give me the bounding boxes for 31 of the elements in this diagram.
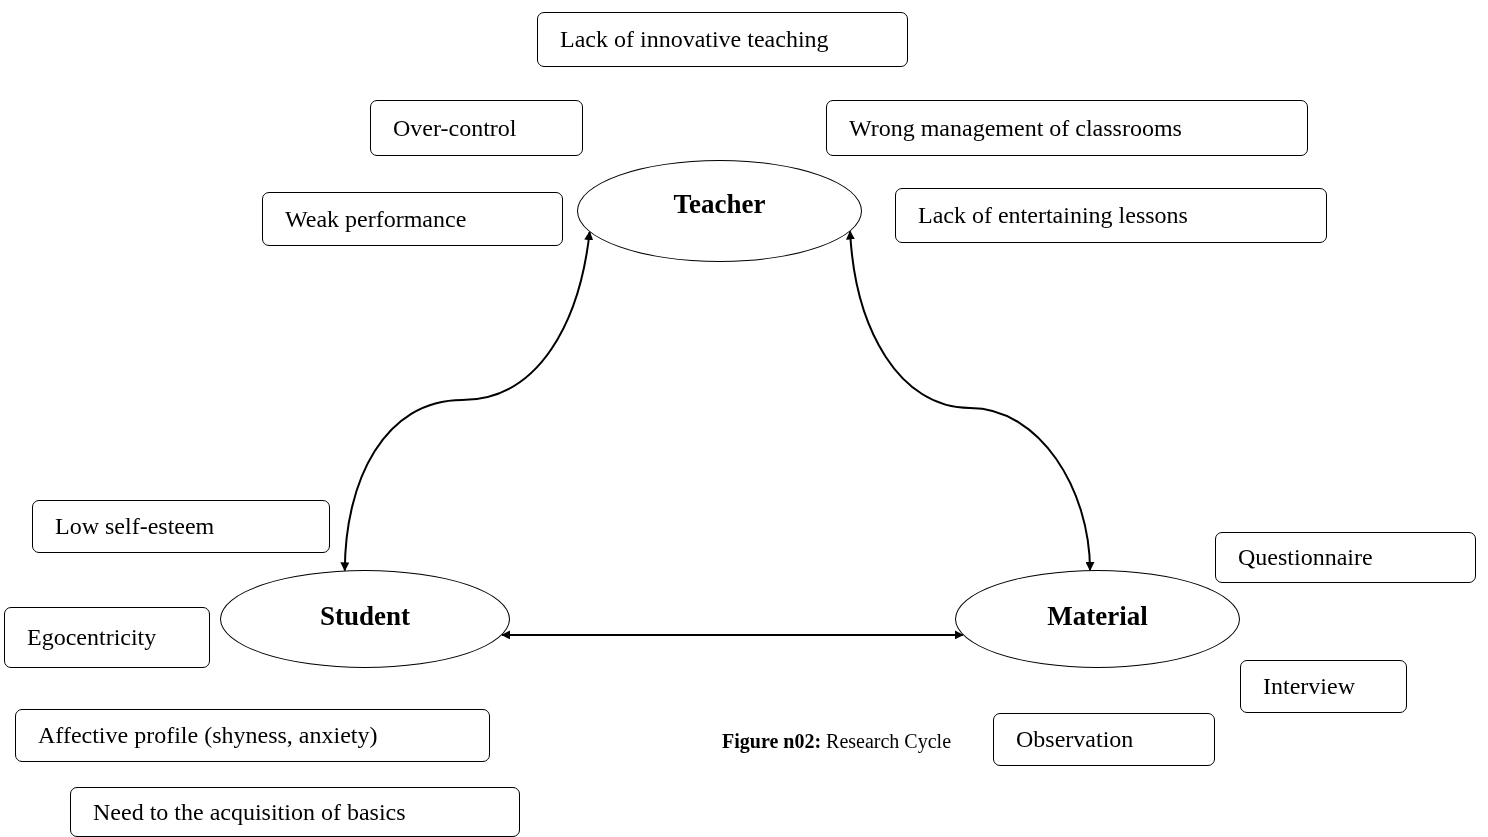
node-label: Need to the acquisition of basics	[92, 798, 406, 826]
text-box	[993, 713, 1215, 766]
node-label: Weak performance	[284, 205, 467, 233]
double-arrow	[340, 231, 593, 572]
node-label: Lack of entertaining lessons	[917, 202, 1188, 229]
text-box	[4, 607, 210, 668]
node-label: Wrong management of classrooms	[848, 114, 1182, 142]
node-label: Affective profile (shyness, anxiety)	[37, 722, 378, 749]
node-label: Lack of innovative teaching	[559, 26, 829, 53]
node-label: Low self-esteem	[54, 513, 215, 540]
text-box	[826, 100, 1308, 156]
text-box	[1240, 660, 1407, 713]
text-box	[32, 500, 330, 553]
node-title: Teacher	[673, 189, 766, 220]
node-label: Observation	[1015, 726, 1134, 753]
text-box	[262, 192, 563, 246]
node-label: Interview	[1262, 673, 1355, 700]
text-box	[370, 100, 583, 156]
text-box	[1215, 532, 1476, 583]
text-box	[15, 709, 490, 762]
text-box	[537, 12, 908, 67]
text-box	[895, 188, 1327, 243]
figure-caption: Figure n02: Research Cycle	[722, 730, 952, 753]
double-arrow	[846, 230, 1095, 572]
node-label: Questionnaire	[1237, 544, 1373, 571]
node-label: Over-control	[392, 114, 517, 142]
node-title: Material	[1047, 601, 1148, 632]
text-box	[70, 787, 520, 837]
node-label: Egocentricity	[26, 624, 157, 651]
double-arrow	[501, 630, 964, 640]
node-title: Student	[320, 601, 410, 632]
